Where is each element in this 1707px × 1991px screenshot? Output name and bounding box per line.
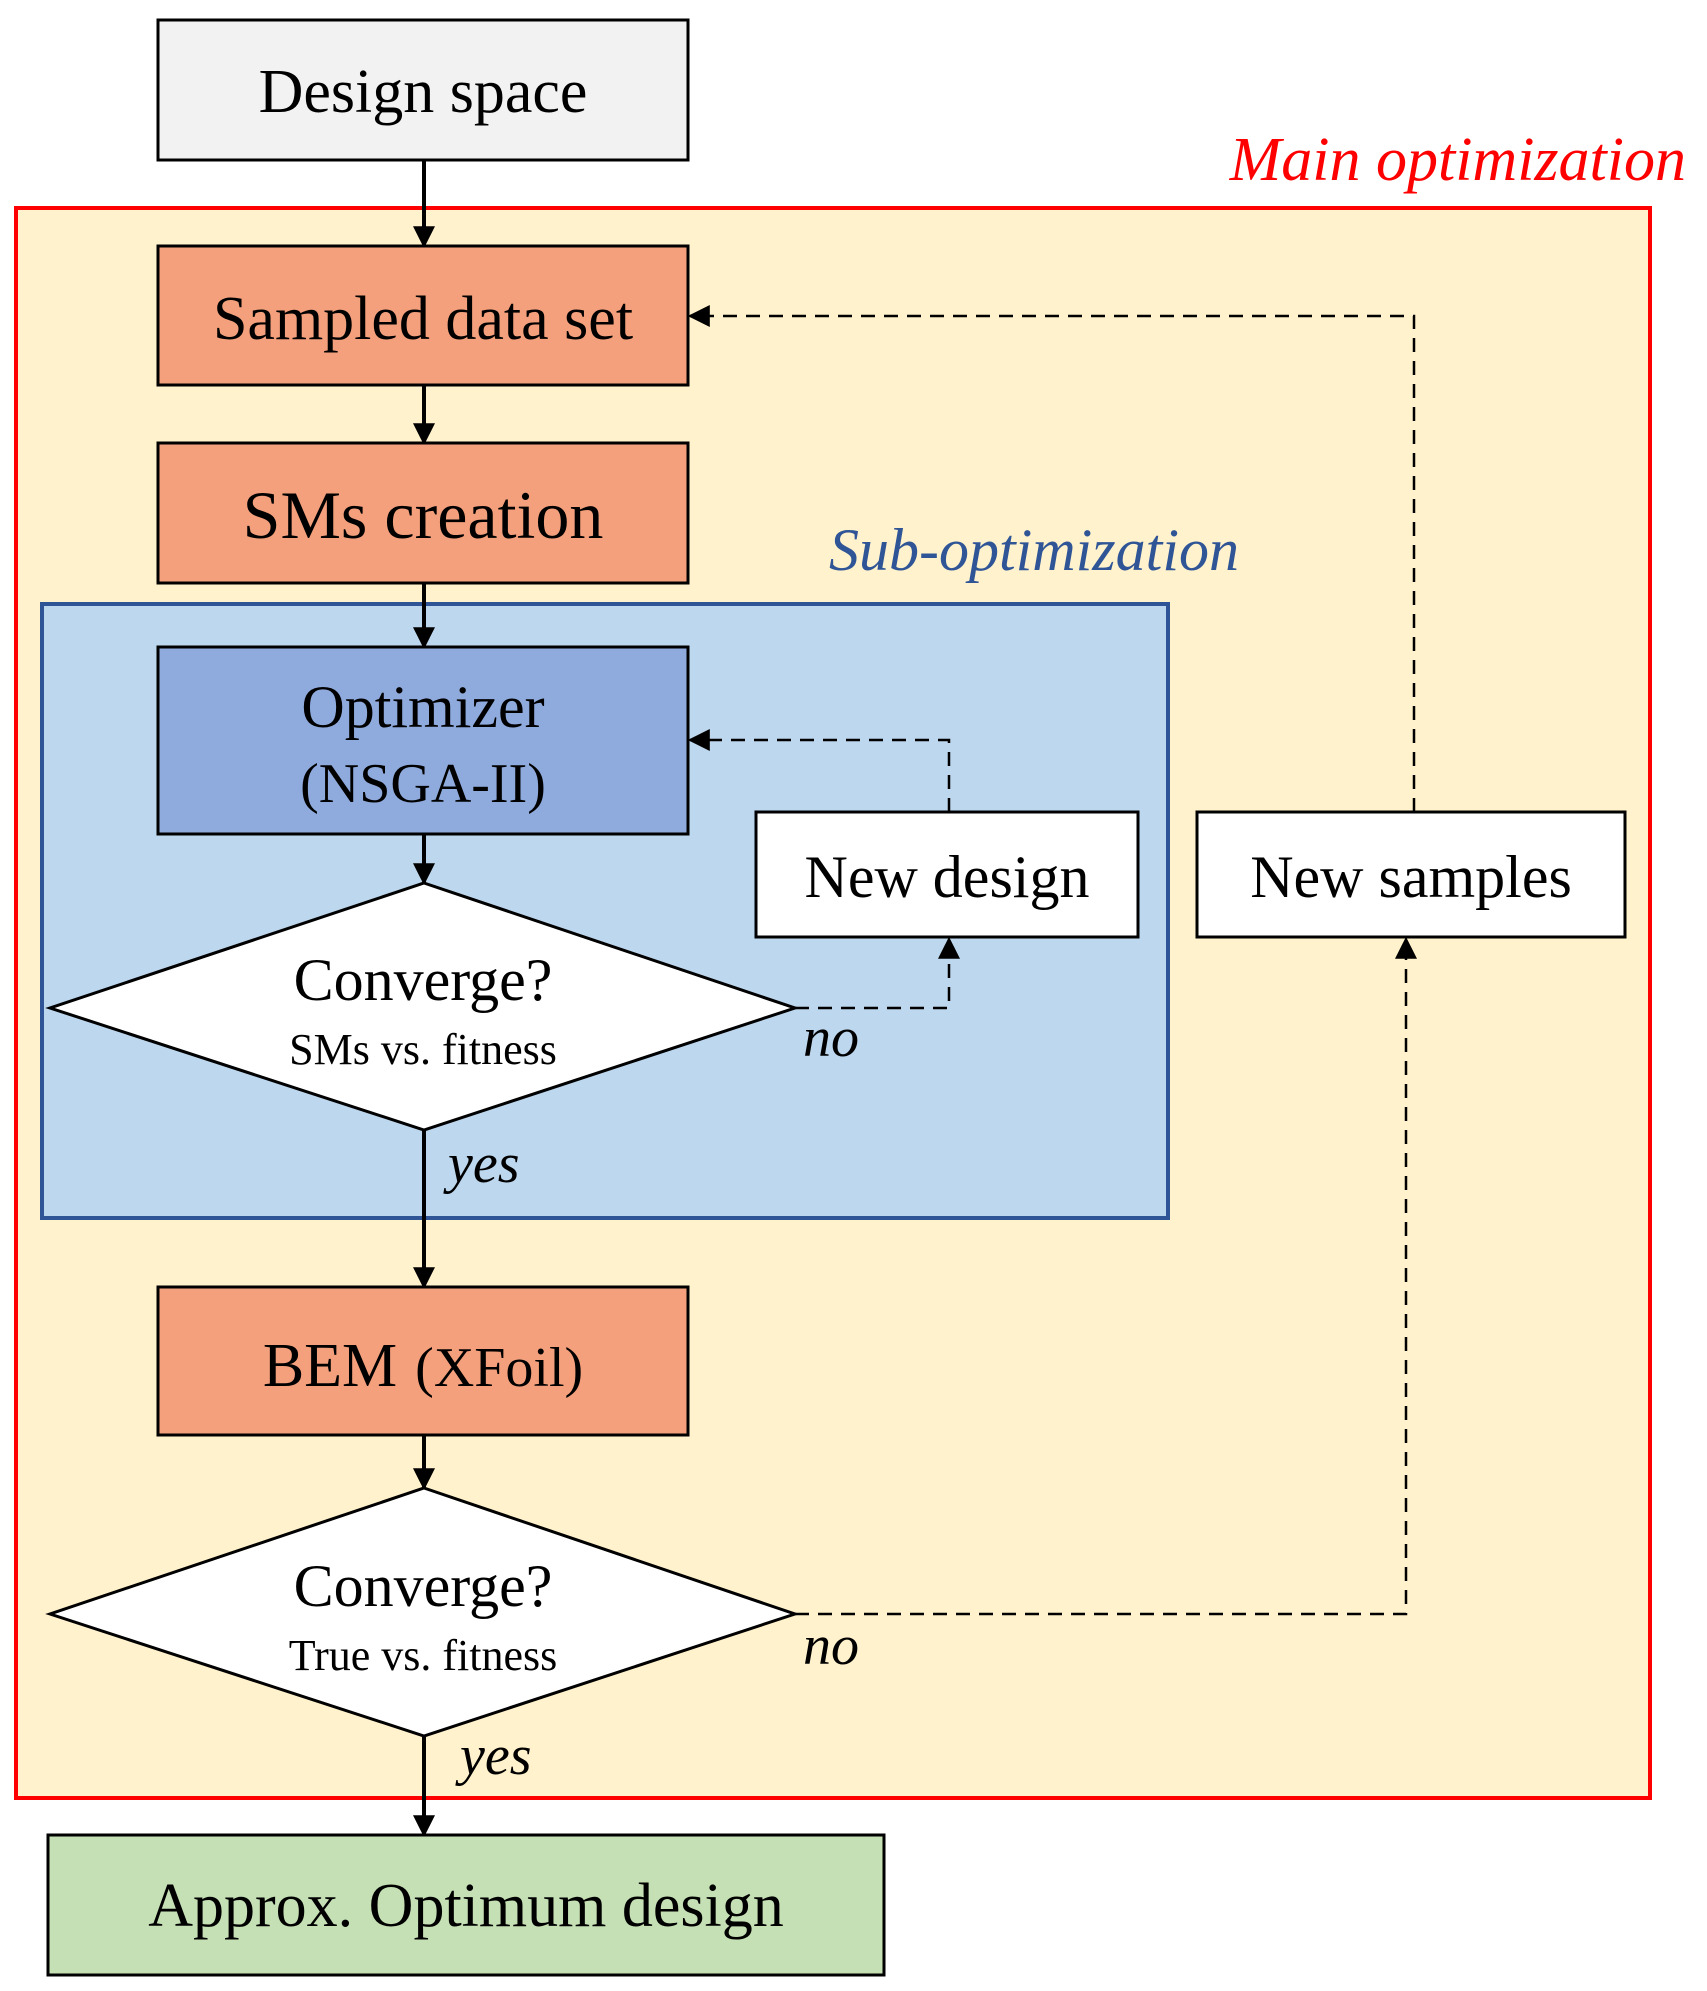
design-space-label: Design space — [259, 58, 588, 126]
xfoil-label: (XFoil) — [415, 1337, 583, 1399]
edge-new-samples-to-sampled — [687, 305, 1416, 812]
new-samples-label: New samples — [1250, 844, 1572, 910]
sub-optimization-label: Sub-optimization — [829, 517, 1239, 583]
new-design-box — [754, 810, 1140, 939]
edge-label-yes-2: yes — [455, 1725, 532, 1787]
new-design-label: New design — [805, 844, 1090, 910]
main-optimization-label: Main optimization — [1229, 126, 1686, 194]
converge-decision-2 — [45, 1486, 800, 1738]
edge-label-yes-1: yes — [443, 1133, 520, 1195]
design-space-box — [156, 18, 690, 162]
bem-label: BEM — [263, 1332, 397, 1400]
bem-xfoil-box — [156, 1285, 690, 1437]
edge-converge2-no-to-new-samples — [795, 936, 1417, 1616]
converge-decision-1 — [45, 881, 800, 1132]
converge-1-title: Converge? — [294, 947, 553, 1013]
sms-creation-box — [156, 441, 690, 585]
edge-label-no-1: no — [803, 1007, 859, 1069]
sampled-data-set-box — [156, 244, 690, 387]
edge-new-design-to-optimizer — [687, 729, 951, 812]
converge-1-subtitle: SMs vs. fitness — [289, 1025, 557, 1074]
optimum-design-box — [46, 1833, 886, 1977]
edge-converge1-no-to-new-design — [795, 936, 960, 1010]
edge-label-no-2: no — [803, 1615, 859, 1677]
optimizer-title: Optimizer — [301, 674, 544, 740]
converge-2-title: Converge? — [294, 1553, 553, 1619]
optimizer-box — [156, 645, 690, 836]
sampled-data-set-label: Sampled data set — [213, 285, 633, 353]
bem-xfoil-label: BEM (XFoil) — [263, 1332, 583, 1400]
new-samples-box — [1195, 810, 1627, 939]
sms-creation-label: SMs creation — [243, 477, 604, 553]
optimizer-subtitle: (NSGA-II) — [300, 753, 546, 815]
optimum-design-label: Approx. Optimum design — [148, 1872, 783, 1940]
dashed-edges — [687, 305, 1417, 1616]
converge-2-subtitle: True vs. fitness — [289, 1631, 558, 1680]
